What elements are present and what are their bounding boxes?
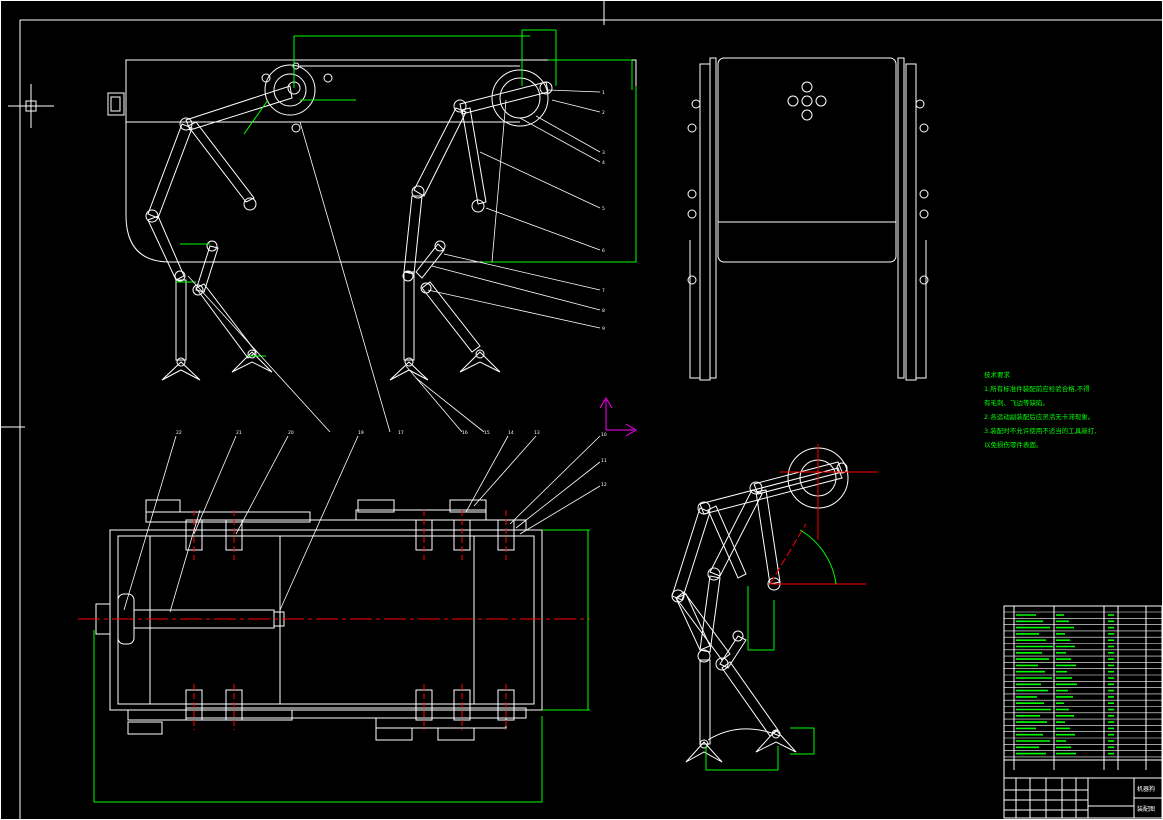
motion-view-dimensions <box>705 529 837 771</box>
parts-list <box>1003 605 1163 819</box>
balloon-label: 10 <box>601 432 607 438</box>
side-view-leaders <box>187 89 601 433</box>
notes-title: 技术要求 <box>984 371 1010 379</box>
balloon-label: 20 <box>288 430 294 436</box>
balloon-label: 11 <box>601 458 607 464</box>
notes-item: 1.所有标准件装配前应检验合格,不得 <box>984 385 1090 393</box>
cursor-crosshair <box>8 84 54 128</box>
parts-list-rows <box>1004 611 1162 758</box>
balloon-label: 2 <box>602 110 605 116</box>
motion-view-centerlines <box>769 444 878 585</box>
balloon-label: 16 <box>462 430 468 436</box>
balloon-label: 8 <box>602 308 605 314</box>
balloon-label: 7 <box>602 288 605 294</box>
front-view <box>687 57 929 381</box>
balloon-label: 13 <box>534 430 540 436</box>
parts-list-text <box>1016 614 1114 755</box>
balloon-label: 14 <box>508 430 514 436</box>
balloon-label: 12 <box>601 482 607 488</box>
balloon-label: 19 <box>358 430 364 436</box>
balloon-label: 5 <box>602 206 605 212</box>
balloon-label: 22 <box>176 430 182 436</box>
balloon-label: 17 <box>398 430 404 436</box>
balloon-label: 6 <box>602 248 605 254</box>
side-view <box>107 59 637 381</box>
notes-item: 以免损伤零件表面。 <box>984 441 1043 449</box>
notes-item: 3.装配时不允许使用不适当的工具敲打, <box>984 427 1097 435</box>
title-block-sub: 装配图 <box>1137 806 1156 813</box>
notes-item: 2.各运动副装配后应灵活无卡滞现象。 <box>984 413 1095 421</box>
balloon-label: 21 <box>236 430 242 436</box>
balloon-label: 9 <box>602 326 605 332</box>
plan-view-dimensions <box>93 529 590 803</box>
plan-view <box>95 499 543 741</box>
balloon-label: 3 <box>602 150 605 156</box>
notes-item: 有毛刺、飞边等缺陷。 <box>984 399 1049 407</box>
title-block-name: 机器狗 <box>1137 786 1156 793</box>
ucs-icon <box>599 397 637 437</box>
side-view-dimensions <box>176 29 637 357</box>
balloon-label: 1 <box>602 90 605 96</box>
balloon-label: 15 <box>484 430 490 436</box>
balloon-label: 4 <box>602 160 605 166</box>
technical-notes: 技术要求 1.所有标准件装配前应检验合格,不得 有毛刺、飞边等缺陷。 2.各运动… <box>984 368 1134 452</box>
motion-view <box>671 447 849 763</box>
plan-view-leaders <box>123 435 601 613</box>
plan-view-centerlines <box>78 510 590 730</box>
